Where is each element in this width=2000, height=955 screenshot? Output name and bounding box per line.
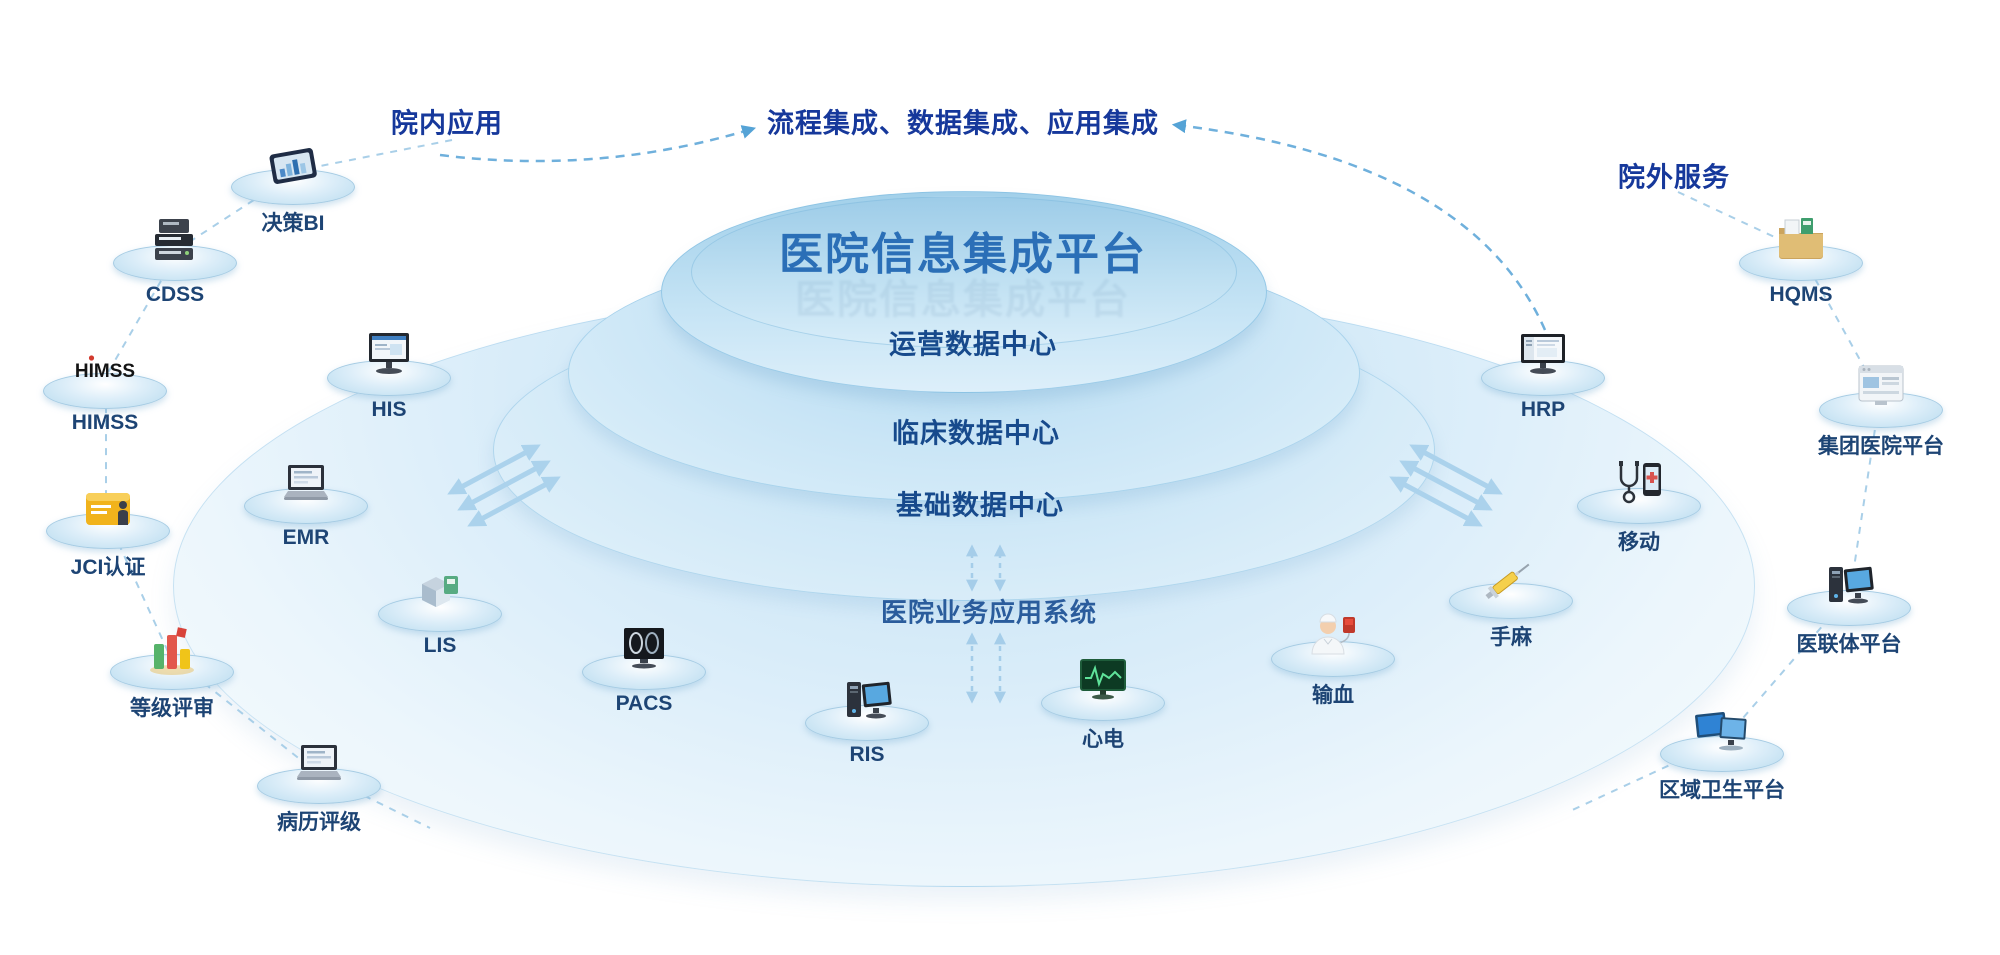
tier-label-operations: 运营数据中心 [889, 329, 1057, 360]
tier-label-clinical: 临床数据中心 [892, 418, 1060, 449]
chain-left [105, 139, 453, 829]
heading-integration: 流程集成、数据集成、应用集成 [767, 108, 1159, 139]
arc-in-hospital [439, 125, 757, 163]
arrows-left-cluster [447, 444, 561, 527]
chain-right [1567, 191, 1882, 813]
platform-title-reflection: 医院信息集成平台 [795, 278, 1131, 322]
arc-out-hospital [1171, 119, 1547, 331]
application-systems-label: 医院业务应用系统 [880, 597, 1098, 628]
heading-in-hospital: 院内应用 [391, 108, 503, 139]
heading-out-hospital: 院外服务 [1618, 162, 1730, 193]
arrows-vertical [966, 544, 1006, 704]
arrows-right-cluster [1389, 444, 1503, 527]
platform-title: 医院信息集成平台 [779, 230, 1147, 279]
platform-top-cap [691, 196, 1237, 348]
tier-label-basic: 基础数据中心 [896, 490, 1064, 521]
